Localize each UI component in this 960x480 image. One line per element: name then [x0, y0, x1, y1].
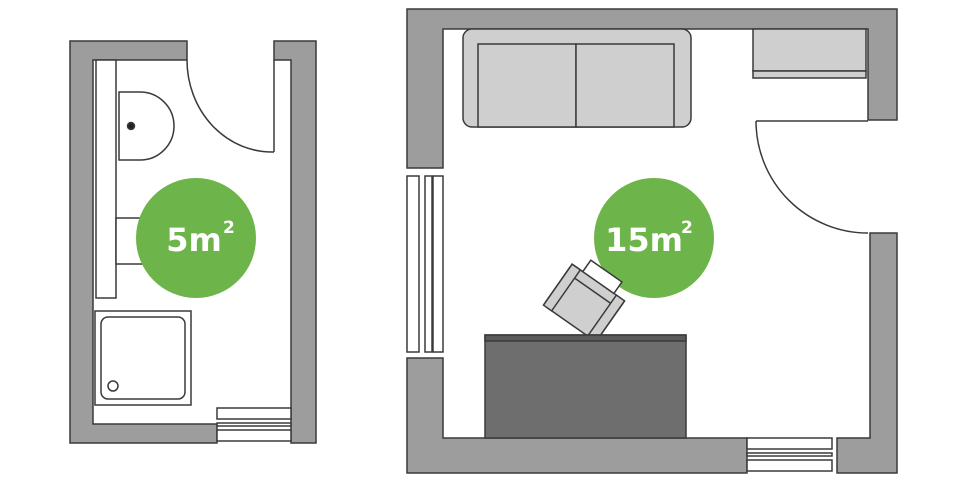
- bathroom: 5m 2: [69, 40, 317, 444]
- door-swing-icon: [755, 120, 869, 234]
- door-swing-icon: [186, 59, 275, 153]
- desk-icon: [484, 334, 687, 439]
- bathroom-area-value: 5m: [166, 221, 222, 259]
- radiator-icon: [216, 407, 292, 442]
- bathroom-wall-right: [273, 40, 317, 444]
- vanity-counter: [95, 59, 117, 299]
- armchair-icon: [542, 259, 626, 343]
- living-room-wall-top: [406, 8, 898, 169]
- living-room: 15m 2: [406, 8, 898, 474]
- living-room-area-badge: 15m 2: [594, 178, 714, 298]
- bathroom-area-badge: 5m 2: [136, 178, 256, 298]
- living-room-area-value: 15m: [605, 221, 683, 259]
- living-room-walls: [406, 8, 898, 474]
- living-room-area-superscript: 2: [681, 218, 693, 238]
- living-room-wall-right: [836, 232, 898, 474]
- bathroom-wall-left: [69, 40, 218, 444]
- bathroom-area-superscript: 2: [223, 218, 235, 238]
- window-icon: [406, 175, 444, 353]
- sink-icon: [118, 91, 175, 161]
- sofa-icon: [462, 28, 692, 128]
- sideboard-icon: [752, 28, 867, 79]
- shower-tray-icon: [94, 310, 192, 406]
- radiator-icon: [746, 437, 833, 472]
